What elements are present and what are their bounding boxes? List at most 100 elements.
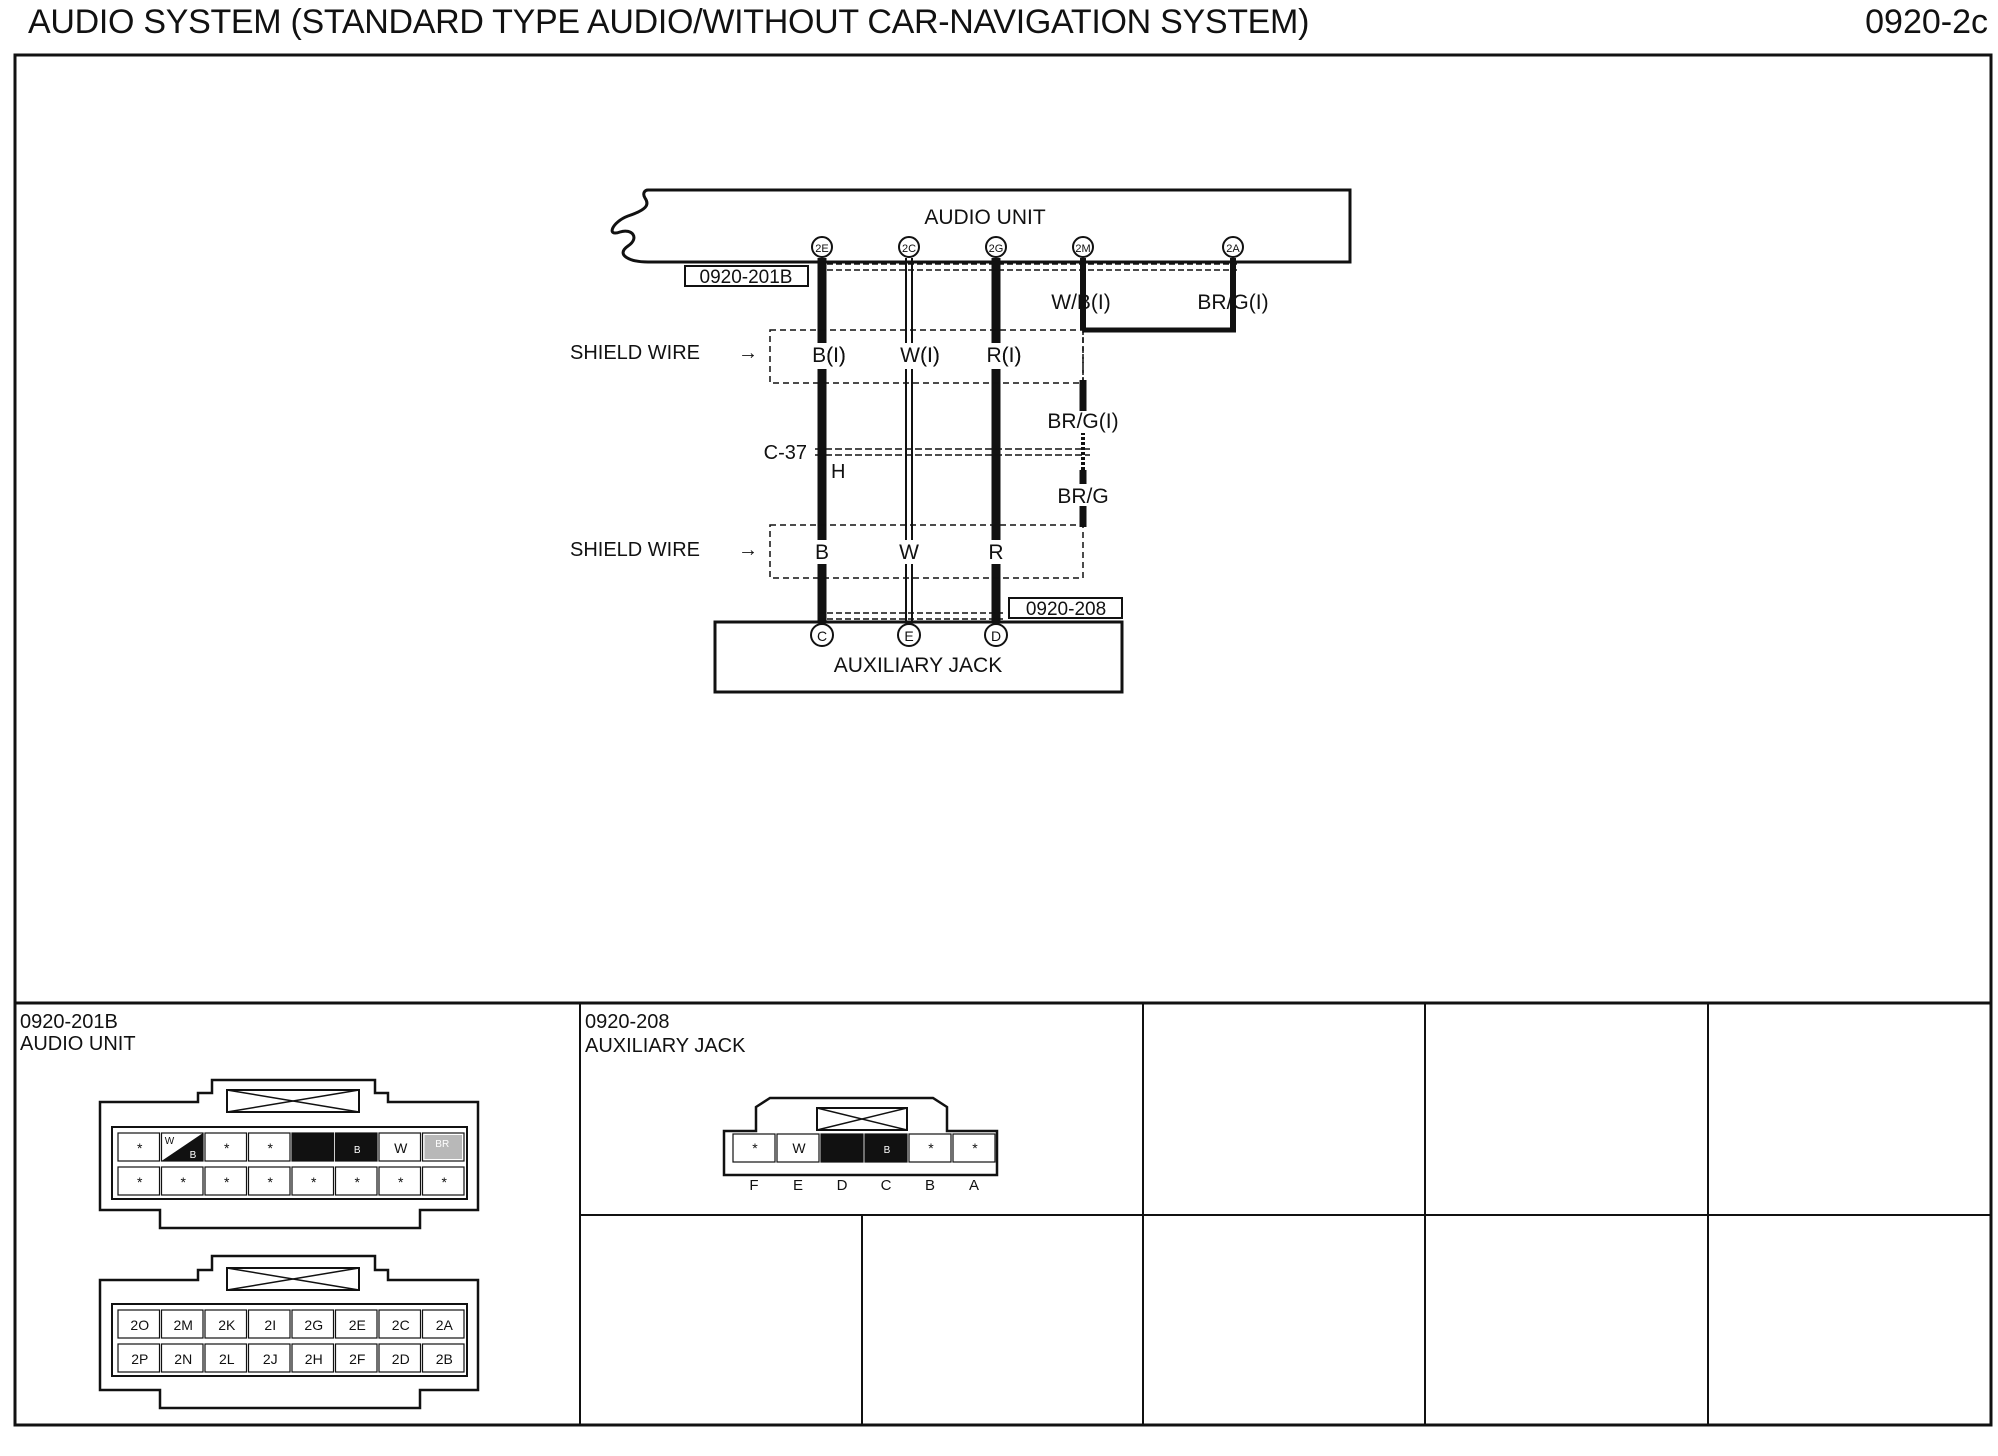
pin-cell-label: 2H <box>305 1351 323 1367</box>
connector-cell-label: * <box>181 1174 187 1190</box>
connector-cell <box>291 1132 335 1162</box>
connector-cell <box>378 1132 422 1162</box>
shield-box-bottom <box>769 524 1084 579</box>
pin-cell <box>247 1309 291 1339</box>
pin-cell-label: 2O <box>130 1317 149 1333</box>
audio-pin-2A: 2A <box>1222 236 1244 258</box>
aux-pin-letter: A <box>969 1177 979 1194</box>
shield-box-top <box>769 329 1084 384</box>
connector-cell <box>421 1166 465 1196</box>
connector-cell <box>204 1132 248 1162</box>
pin-cell-label: 2G <box>304 1317 323 1333</box>
connector-cell <box>247 1166 291 1196</box>
pin-cell-label: 2L <box>219 1351 235 1367</box>
connector-cell-label: W <box>165 1136 175 1147</box>
aux-cell-label: B <box>884 1145 891 1156</box>
arrow-right-icon: → <box>738 539 758 561</box>
pin-cell <box>204 1309 248 1339</box>
svg-text:2M: 2M <box>1075 243 1090 255</box>
wire-label-w: W <box>899 541 919 564</box>
aux-cell <box>952 1133 996 1163</box>
pin-cell-label: 2I <box>264 1317 276 1333</box>
label-mask <box>812 540 832 564</box>
pin-cell <box>378 1343 422 1373</box>
connector-cell-label: * <box>224 1140 230 1156</box>
label-mask <box>896 540 922 564</box>
connector-cell-label: * <box>398 1174 404 1190</box>
label-mask <box>986 540 1006 564</box>
top-shield-lines <box>818 263 1237 271</box>
connector-cell-label: * <box>355 1174 361 1190</box>
panel-aux-ref: 0920-208 <box>585 1011 670 1033</box>
pin-cell-label: 2B <box>436 1351 453 1367</box>
svg-text:D: D <box>991 628 1001 644</box>
pin-cell <box>247 1343 291 1373</box>
wire-label-brg-top: BR/G(I) <box>1197 291 1268 314</box>
label-mask <box>898 343 922 369</box>
connector-cell-label: * <box>137 1140 143 1156</box>
wire-label-b-i-overlay: B(I) <box>812 344 846 367</box>
panel-aux-name: AUXILIARY JACK <box>585 1035 746 1057</box>
aux-cell-label: * <box>752 1140 758 1156</box>
label-mask <box>811 343 827 369</box>
aux-pin-letter: B <box>925 1177 935 1194</box>
connector-cell <box>291 1166 335 1196</box>
pin-cell <box>421 1309 465 1339</box>
connector-cell-label: * <box>137 1174 143 1190</box>
aux-pin-C: C <box>810 623 834 647</box>
audio-pin-2C: 2C <box>898 236 920 258</box>
svg-text:2G: 2G <box>989 243 1004 255</box>
connector-cell-label: * <box>311 1174 317 1190</box>
pin-cell <box>291 1309 335 1339</box>
audio-pin-2M: 2M <box>1072 236 1094 258</box>
label-mask <box>1055 484 1111 506</box>
audio-unit-label: AUDIO UNIT <box>924 206 1046 229</box>
svg-text:E: E <box>904 628 913 644</box>
pin-cell-label: 2K <box>218 1317 236 1333</box>
connector-cell <box>204 1166 248 1196</box>
junction-c37-lines <box>815 448 1090 456</box>
wire-label-r-i-overlay: R(I) <box>987 344 1022 367</box>
wire-label-wb: W/B(I) <box>1051 291 1110 314</box>
aux-cell <box>776 1133 820 1163</box>
pin-cell <box>421 1343 465 1373</box>
arrow-right-icon: → <box>738 342 758 364</box>
audio-unit-block <box>610 188 1352 264</box>
label-mask <box>1060 411 1108 433</box>
audio-pin-2E: 2E <box>811 236 833 258</box>
aux-pin-D: D <box>984 623 1008 647</box>
pin-cell-label: 2D <box>392 1351 410 1367</box>
page-code: 0920-2c <box>1865 3 1988 41</box>
connector-cell <box>160 1166 204 1196</box>
aux-cell-label: W <box>792 1140 806 1156</box>
wire-label-brg-low: BR/G <box>1057 485 1108 508</box>
pin-cell <box>117 1343 161 1373</box>
connector-cell-fill <box>161 1133 203 1161</box>
connector-cell-label: W <box>394 1140 408 1156</box>
aux-cell <box>820 1133 864 1163</box>
pin-cell-label: 2N <box>174 1351 192 1367</box>
aux-pin-letter: C <box>881 1177 892 1194</box>
connector-cell <box>117 1132 161 1162</box>
shield-wire-label-top: SHIELD WIRE <box>570 342 700 364</box>
audio-connector-ref: 0920-201B <box>700 267 793 288</box>
connector-cell-fill <box>424 1135 462 1159</box>
aux-cell-label: * <box>972 1140 978 1156</box>
svg-text:C: C <box>817 628 827 644</box>
connector-cell <box>247 1132 291 1162</box>
pin-cell-label: 2A <box>436 1317 454 1333</box>
connector-cell-label: B <box>354 1145 361 1156</box>
pin-cell <box>204 1343 248 1373</box>
panel-audio-name: AUDIO UNIT <box>20 1033 136 1055</box>
connector-cell-label: BR <box>435 1139 449 1150</box>
aux-pin-letter: E <box>793 1177 803 1194</box>
pin-cell <box>378 1309 422 1339</box>
pin-cell-label: 2E <box>349 1317 366 1333</box>
aux-jack-label: AUXILIARY JACK <box>834 654 1002 677</box>
aux-pin-letter: F <box>749 1177 758 1194</box>
wire-label-w-i-overlay: W(I) <box>900 344 940 367</box>
wire-label-r: R <box>988 541 1003 564</box>
